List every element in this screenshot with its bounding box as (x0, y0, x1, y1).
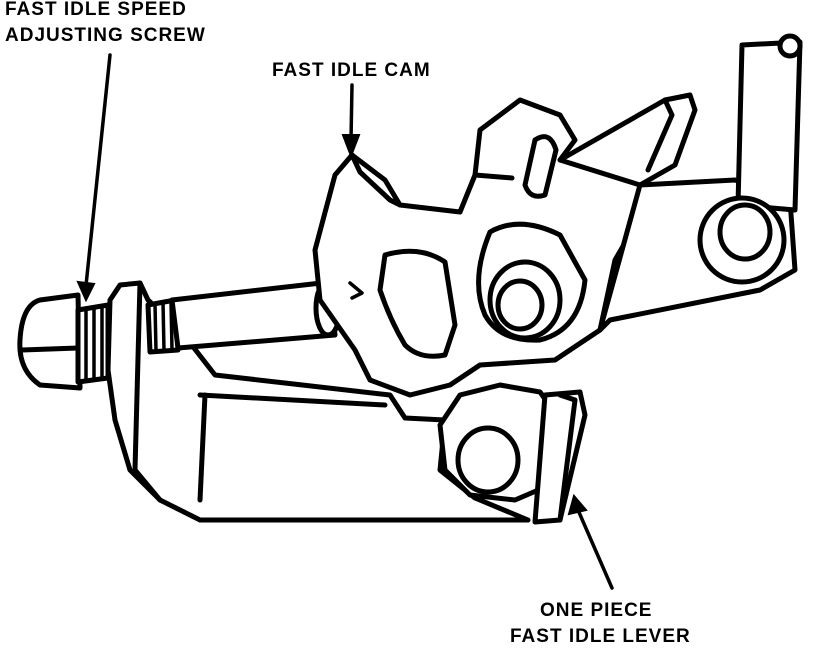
screw-label-line1: FAST IDLE SPEED (5, 0, 187, 20)
screw-label-line2: ADJUSTING SCREW (5, 25, 206, 46)
leader-lines (76, 53, 614, 590)
pivot-stud (476, 221, 588, 343)
cam-label: FAST IDLE CAM (272, 60, 431, 81)
lever-label-line2: FAST IDLE LEVER (510, 626, 691, 647)
lever-label-line1: ONE PIECE (540, 600, 653, 621)
upper-arm (557, 33, 803, 333)
fast-idle-lever (437, 382, 588, 525)
